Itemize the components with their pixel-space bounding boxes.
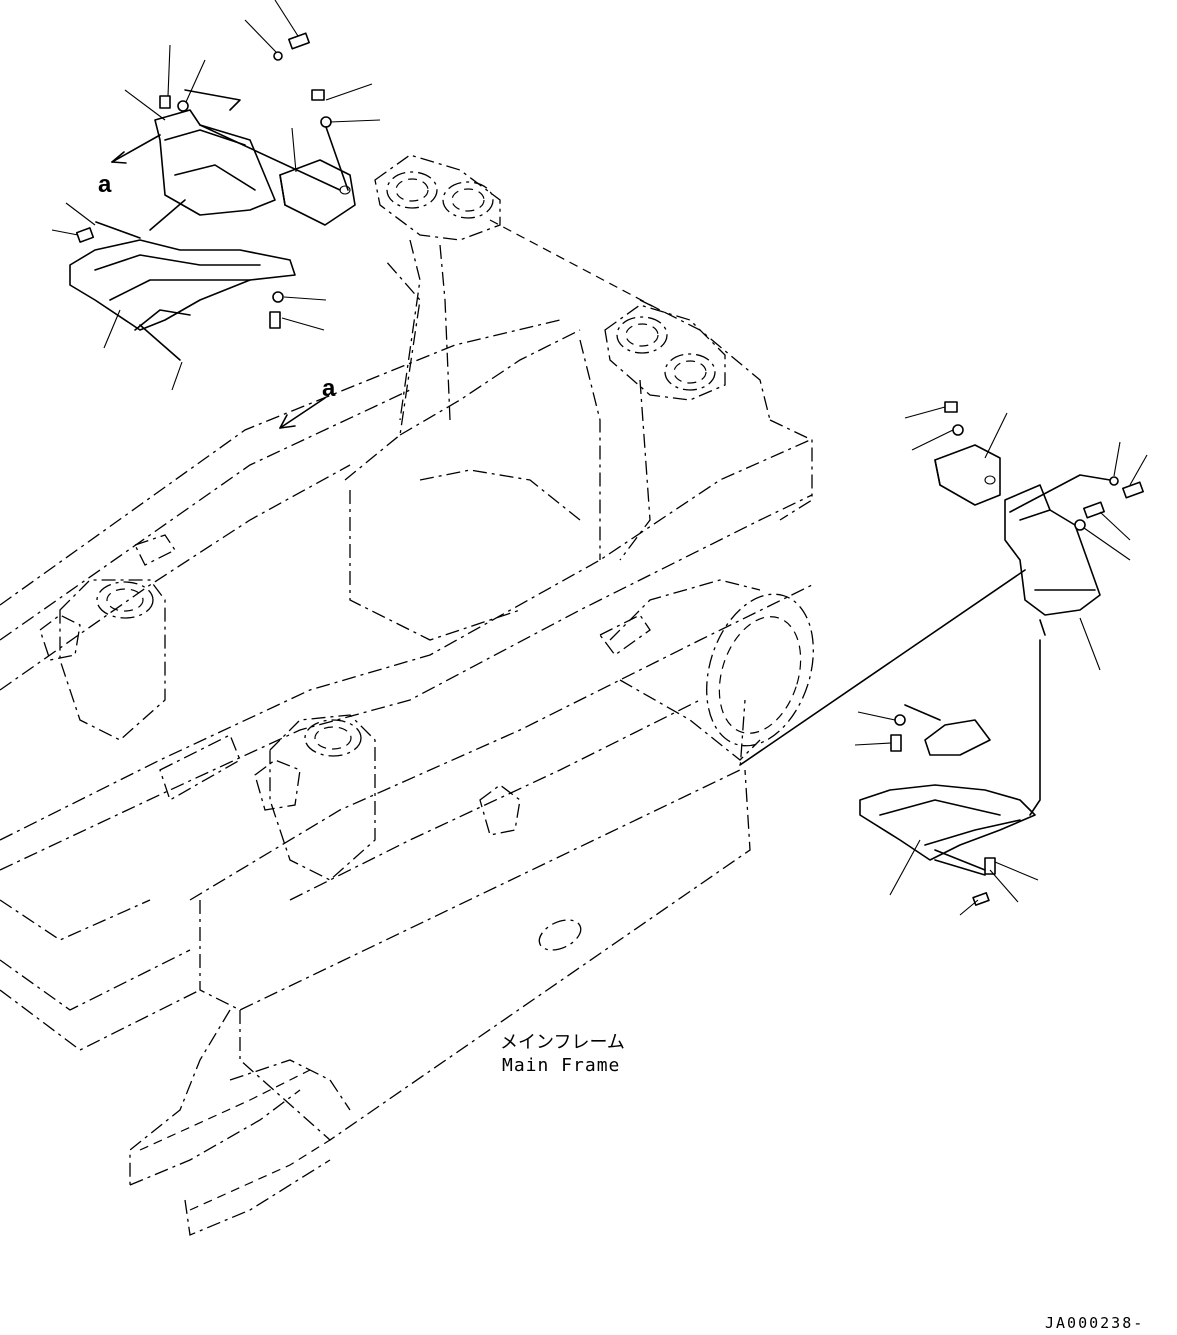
right-mount-assembly	[739, 401, 1148, 916]
upper-mount-assembly	[51, 0, 381, 391]
view-arrow-frame	[279, 397, 326, 429]
view-marker-upper: a	[98, 171, 112, 198]
assembly-line-upper	[489, 219, 661, 311]
caption-japanese: メインフレーム	[500, 1032, 625, 1053]
view-marker-frame: a	[322, 375, 336, 402]
caption-english: Main Frame	[502, 1055, 620, 1076]
main-frame-outline	[0, 259, 814, 1236]
drawing-code: JA000238-	[1045, 1314, 1144, 1332]
engine-mount-flanges	[374, 154, 726, 421]
